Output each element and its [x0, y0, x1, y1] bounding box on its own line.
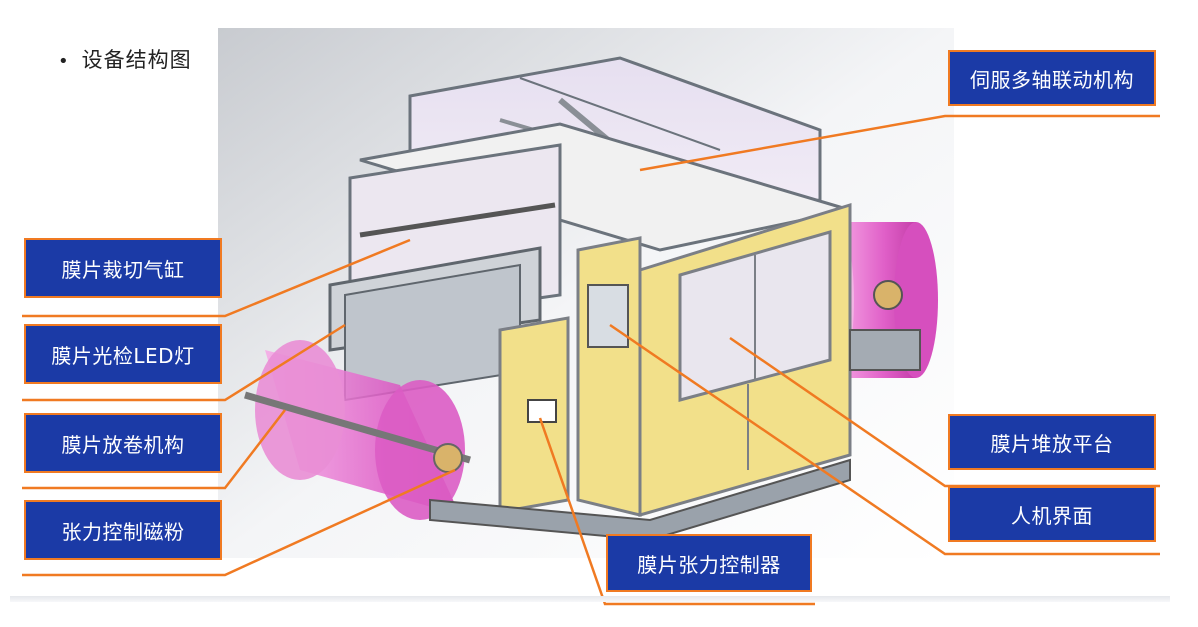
label-servo: 伺服多轴联动机构 [948, 50, 1156, 106]
leader-tension-controller [538, 417, 815, 606]
label-tension-controller: 膜片张力控制器 [606, 534, 812, 592]
label-led-inspection: 膜片光检LED灯 [24, 324, 222, 384]
label-unwind: 膜片放卷机构 [24, 413, 222, 473]
leader-lines [22, 114, 1160, 606]
label-cutting-cylinder: 膜片裁切气缸 [24, 238, 222, 298]
bullet-dot: • [58, 51, 70, 72]
leader-led-inspection [22, 323, 346, 402]
left-film-roll [244, 340, 471, 520]
leader-unwind [22, 409, 286, 490]
main-cabinet [576, 202, 852, 517]
label-stacking-platform: 膜片堆放平台 [948, 414, 1156, 470]
slide-title: • 设备结构图 [58, 44, 192, 74]
title-text: 设备结构图 [81, 48, 192, 72]
label-hmi: 人机界面 [948, 486, 1156, 542]
label-magnetic-powder: 张力控制磁粉 [24, 500, 222, 560]
leader-magnetic-powder [22, 468, 456, 577]
bottom-divider [10, 596, 1170, 602]
leader-cutting-cylinder [22, 238, 411, 318]
leader-hmi [609, 323, 1160, 556]
tension-cabinet [498, 316, 570, 514]
cutting-section [328, 143, 562, 402]
leader-servo [639, 114, 1160, 172]
